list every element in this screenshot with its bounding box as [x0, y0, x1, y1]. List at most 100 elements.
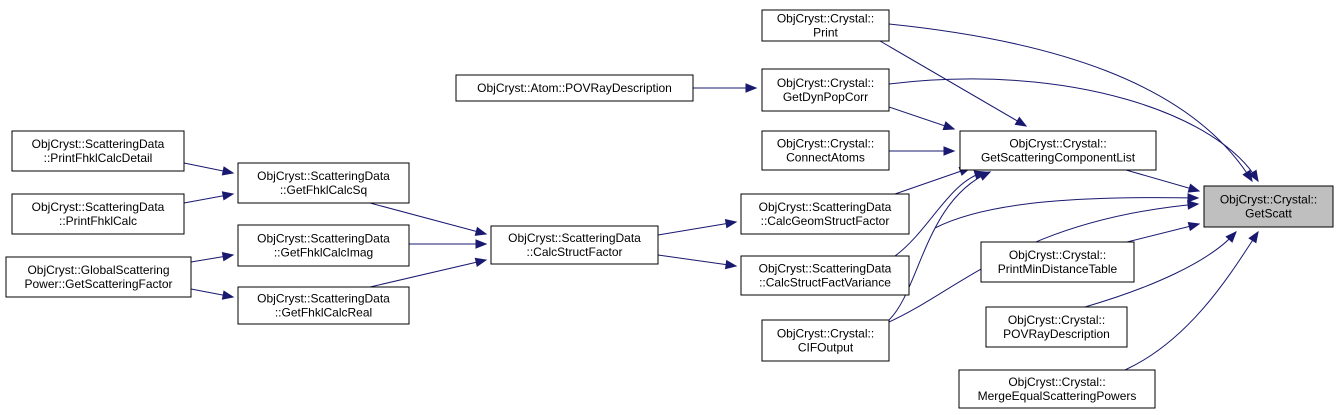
node-label: ObjCryst::ScatteringData: [759, 262, 892, 276]
edge-line: [888, 106, 955, 130]
edge-getcalcreal-to-calcstruct: [369, 257, 488, 288]
node-label: ObjCryst::Crystal::: [1009, 248, 1106, 262]
node-label: ObjCryst::Crystal::: [777, 137, 874, 151]
edge-arrowhead: [1187, 183, 1201, 193]
node-label: ObjCryst::ScatteringData: [257, 232, 390, 246]
node-label: ConnectAtoms: [786, 151, 865, 165]
edge-line: [879, 40, 1027, 127]
edge-arrowhead: [474, 257, 488, 267]
edge-line: [894, 167, 971, 195]
node-printmindist[interactable]: ObjCryst::Crystal::PrintMinDistanceTable: [980, 241, 1135, 283]
node-label: ::GetFhklCalcSq: [280, 183, 367, 197]
node-label: GetDynPopCorr: [783, 90, 868, 104]
node-label: ObjCryst::ScatteringData: [759, 200, 892, 214]
node-label: GetScatteringComponentList: [981, 151, 1136, 165]
edge-arrowhead: [221, 191, 235, 201]
edge-arrowhead: [724, 259, 738, 270]
edge-globalsp-to-getcalcreal: [190, 288, 235, 300]
node-label: Print: [813, 26, 838, 40]
node-box: [5, 256, 192, 298]
node-getdynpopcorr[interactable]: ObjCryst::Crystal::GetDynPopCorr: [761, 68, 890, 112]
edge-arrowhead: [1014, 116, 1028, 127]
edge-line: [1124, 231, 1259, 371]
node-box: [980, 241, 1135, 283]
edge-arrowhead: [1187, 193, 1200, 203]
edge-arrowhead: [1248, 169, 1259, 183]
edge-globalsp-to-getcalcimag: [190, 252, 235, 263]
edge-line: [1084, 231, 1237, 308]
node-label: ObjCryst::ScatteringData: [257, 169, 390, 183]
node-label: ObjCryst::Crystal::: [1008, 313, 1105, 327]
edge-calcstruct-to-calcgeom: [657, 219, 738, 236]
node-label: ObjCryst::ScatteringData: [257, 292, 390, 306]
node-label: PrintMinDistanceTable: [998, 262, 1118, 276]
node-label: ::GetFhklCalcReal: [275, 306, 372, 320]
node-atom_pov[interactable]: ObjCryst::Atom::POVRayDescription: [455, 74, 694, 102]
node-label: ObjCryst::ScatteringData: [508, 231, 641, 245]
node-label: ::PrintFhklCalcDetail: [44, 151, 153, 165]
node-label: ObjCryst::Crystal::: [1008, 375, 1105, 389]
node-box: [237, 224, 410, 267]
edge-arrowhead: [1187, 221, 1201, 232]
edge-arrowhead: [474, 226, 488, 236]
node-label: ::CalcStructFactVariance: [759, 276, 891, 290]
edge-print-to-getscatcomplist: [879, 40, 1028, 127]
node-box: [237, 286, 410, 325]
edge-merge-to-getscatt: [1124, 230, 1259, 371]
node-calcvar[interactable]: ObjCryst::ScatteringData::CalcStructFact…: [740, 255, 910, 296]
edge-arrowhead: [1225, 231, 1237, 243]
node-getcalcreal[interactable]: ObjCryst::ScatteringData::GetFhklCalcRea…: [237, 286, 410, 325]
node-getscatt: ObjCryst::Crystal::GetScatt: [1203, 185, 1334, 228]
edge-printdetail-to-getcalcsq: [183, 162, 235, 176]
edge-line: [888, 78, 1259, 182]
node-box: [490, 225, 659, 265]
node-label: ObjCryst::Crystal::: [1009, 137, 1106, 151]
node-label: ::GetFhklCalcImag: [274, 246, 373, 260]
node-label: CIFOutput: [798, 341, 854, 355]
node-connectatoms[interactable]: ObjCryst::Crystal::ConnectAtoms: [761, 130, 890, 171]
node-label: ObjCryst::Crystal::: [777, 327, 874, 341]
edge-atom_pov-to-getdynpopcorr: [693, 83, 758, 93]
edge-arrowhead: [221, 252, 235, 262]
node-box: [1203, 185, 1334, 228]
node-label: ObjCryst::Crystal::: [777, 76, 874, 90]
node-printcalc[interactable]: ObjCryst::ScatteringData::PrintFhklCalc: [11, 193, 185, 235]
edge-line: [888, 171, 991, 321]
edge-arrowhead: [978, 171, 992, 181]
edge-line: [657, 254, 737, 267]
node-globalsp[interactable]: ObjCryst::GlobalScatteringPower::GetScat…: [5, 256, 192, 298]
node-label: ::CalcStructFactor: [526, 245, 622, 259]
node-print[interactable]: ObjCryst::Crystal::Print: [761, 9, 890, 42]
edge-arrowhead: [745, 83, 758, 93]
edge-line: [369, 259, 487, 288]
node-label: POVRayDescription: [1003, 327, 1110, 341]
edge-getdynpopcorr-to-getscatcomplist: [888, 106, 956, 131]
edge-getcalcsq-to-calcstruct: [369, 202, 488, 236]
node-calcstruct[interactable]: ObjCryst::ScatteringData::CalcStructFact…: [490, 225, 659, 265]
node-getcalcimag[interactable]: ObjCryst::ScatteringData::GetFhklCalcIma…: [237, 224, 410, 267]
edge-arrowhead: [943, 146, 956, 156]
node-merge[interactable]: ObjCryst::Crystal::MergeEqualScatteringP…: [958, 369, 1156, 409]
node-box: [761, 9, 890, 42]
node-box: [958, 369, 1156, 409]
edge-calcstruct-to-calcvar: [657, 254, 738, 270]
node-getcalcsq[interactable]: ObjCryst::ScatteringData::GetFhklCalcSq: [237, 162, 410, 204]
node-label: GetScatt: [1245, 207, 1292, 221]
node-box: [761, 319, 890, 362]
node-label: MergeEqualScatteringPowers: [978, 389, 1137, 403]
node-calcgeom[interactable]: ObjCryst::ScatteringData::CalcGeomStruct…: [740, 193, 910, 235]
node-crystal_pov[interactable]: ObjCryst::Crystal::POVRayDescription: [985, 306, 1128, 348]
edge-calcgeom-to-getscatt: [934, 193, 1200, 229]
edge-connectatoms-to-getscatcomplist: [889, 146, 956, 156]
edge-line: [1125, 169, 1200, 192]
node-cifoutput[interactable]: ObjCryst::Crystal::CIFOutput: [761, 319, 890, 362]
node-label: ObjCryst::ScatteringData: [32, 200, 165, 214]
node-getscatcomplist[interactable]: ObjCryst::Crystal::GetScatteringComponen…: [959, 130, 1157, 171]
edge-line: [934, 197, 1199, 229]
edge-line: [657, 221, 737, 236]
edge-getscatcomplist-to-getscatt: [1125, 169, 1201, 193]
node-printdetail[interactable]: ObjCryst::ScatteringData::PrintFhklCalcD…: [11, 130, 185, 172]
node-box: [761, 68, 890, 112]
node-label: ObjCryst::GlobalScattering: [27, 263, 169, 277]
